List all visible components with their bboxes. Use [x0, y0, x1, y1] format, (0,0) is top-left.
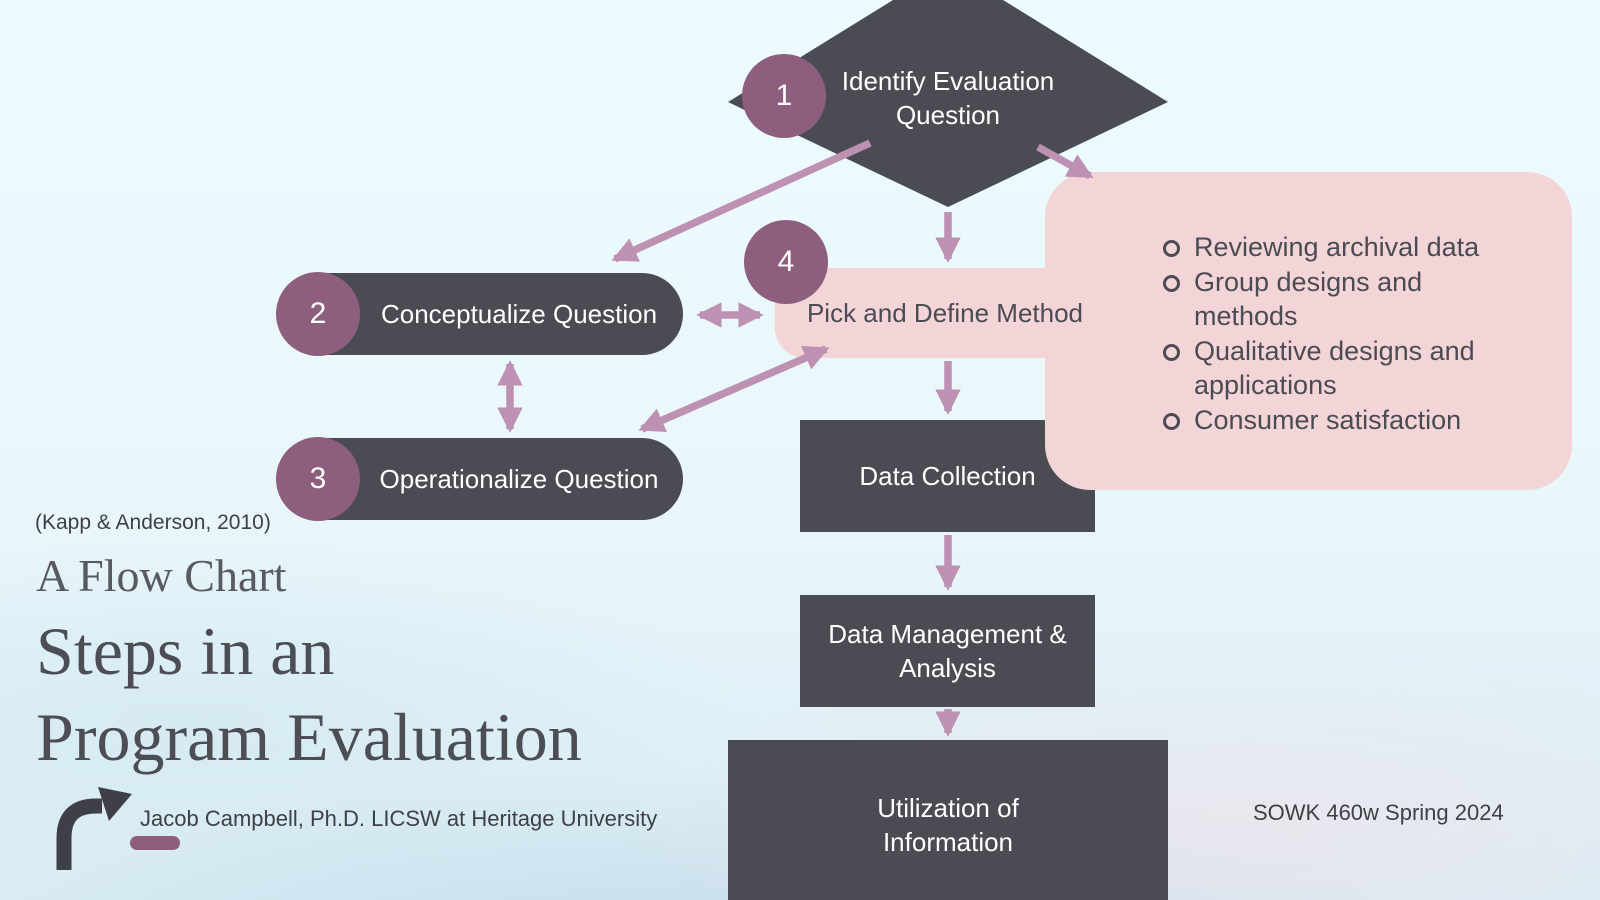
node-utilization-of-information: Utilization of Information	[728, 740, 1168, 900]
method-option-label: Consumer satisfaction	[1194, 404, 1462, 435]
step-circle-1: 1	[742, 54, 826, 138]
list-item: Reviewing archival data	[1163, 230, 1515, 265]
bullet-circle-icon	[1163, 412, 1180, 430]
page-title-line2: Program Evaluation	[36, 699, 582, 775]
step-number: 3	[309, 462, 327, 495]
author-credit: Jacob Campbell, Ph.D. LICSW at Heritage …	[140, 806, 658, 831]
step-circle-2: 2	[276, 272, 360, 356]
arrow-identify-to-conceptualize	[611, 139, 872, 263]
method-options-list: Reviewing archival data Group designs an…	[1163, 230, 1515, 437]
list-item: Consumer satisfaction	[1163, 403, 1515, 438]
list-item: Group designs and methods	[1163, 265, 1515, 334]
node-operationalize-label: Operationalize Question	[379, 464, 659, 494]
step-number: 1	[775, 79, 793, 112]
bullet-circle-icon	[1163, 240, 1180, 257]
node-pick-and-define-method: Pick and Define Method	[775, 268, 1095, 358]
bullet-circle-icon	[1163, 343, 1180, 361]
course-label: SOWK 460w Spring 2024	[1253, 800, 1504, 825]
step-circle-4: 4	[744, 220, 828, 304]
method-details-panel	[1045, 172, 1572, 490]
method-option-label: Qualitative designs and applications	[1194, 335, 1475, 401]
step-number: 2	[309, 297, 327, 330]
page-title-line1: Steps in an	[36, 613, 335, 689]
bullet-circle-icon	[1163, 274, 1180, 292]
node-conceptualize-label: Conceptualize Question	[380, 299, 658, 329]
node-utilization-label: Utilization of Information	[877, 793, 1019, 857]
node-data-management-analysis: Data Management & Analysis	[800, 595, 1095, 707]
node-data-management-label: Data Management & Analysis	[828, 619, 1067, 683]
method-option-label: Group designs and methods	[1194, 266, 1423, 332]
dash-icon	[130, 836, 180, 850]
list-item: Qualitative designs and applications	[1163, 334, 1515, 403]
kicker-title: A Flow Chart	[36, 550, 287, 601]
node-identify-evaluation-question: Identify Evaluation Question	[841, 66, 1055, 130]
node-data-collection-label: Data Collection	[859, 461, 1036, 491]
step-number: 4	[777, 245, 795, 278]
citation-text: (Kapp & Anderson, 2010)	[35, 511, 271, 534]
method-option-label: Reviewing archival data	[1194, 232, 1480, 262]
arrow-operationalize-pick-bidirectional	[638, 345, 830, 433]
node-pick-label: Pick and Define Method	[806, 297, 1084, 328]
step-circle-3: 3	[276, 437, 360, 521]
